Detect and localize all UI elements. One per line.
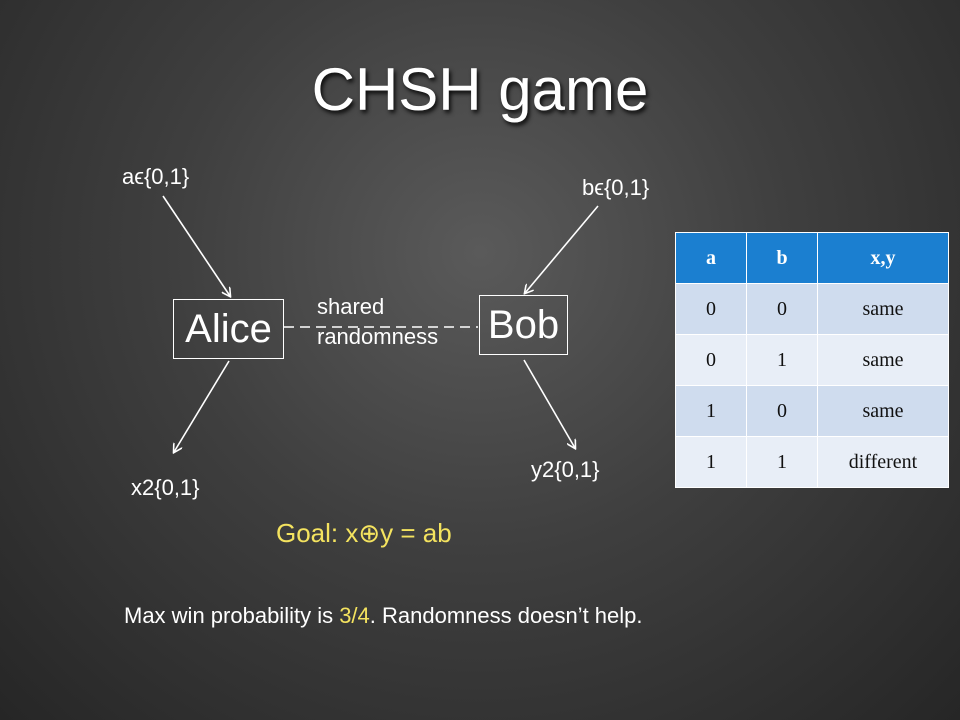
bob-output-arrow [523,359,575,448]
shared-line-1: shared [317,294,385,319]
table-cell: different [817,436,949,488]
shared-line-2: randomness [317,324,439,349]
slide-title: CHSH game [311,56,649,123]
goal-prefix: Goal: x [276,518,359,548]
alice-input-arrow [162,195,230,296]
conclusion-after: . Randomness doesn’t help. [369,603,643,628]
table-cell: 0 [675,283,747,335]
win-probability-value: 3/4 [339,603,370,628]
bob-box: Bob [479,295,568,355]
table-cell: 0 [746,385,818,437]
alice-box: Alice [173,299,284,359]
table-cell: 1 [675,436,747,488]
table-header-b: b [746,232,818,284]
bob-input-arrow [525,205,599,293]
alice-label: Alice [185,307,272,351]
table-header-xy: x,y [817,232,949,284]
table-cell: 0 [746,283,818,335]
table-header-row: a b x,y [675,232,949,284]
table-cell: 1 [746,334,818,386]
table-header-a: a [675,232,747,284]
table-row: 0 1 same [675,334,949,386]
bob-output-label: y2{0,1} [531,457,600,482]
table-row: 1 0 same [675,385,949,437]
table-cell: same [817,385,949,437]
table-cell: same [817,283,949,335]
table-cell: 1 [746,436,818,488]
conclusion-before: Max win probability is [124,603,340,628]
truth-table: a b x,y 0 0 same 0 1 same 1 0 same 1 1 d… [675,232,949,488]
alice-input-label: aϵ{0,1} [122,164,190,189]
table-row: 1 1 different [675,436,949,488]
conclusion-text: Max win probability is 3/4. Randomness d… [124,603,643,629]
bob-label: Bob [487,303,560,347]
table-row: 0 0 same [675,283,949,335]
bob-input-label: bϵ{0,1} [582,175,650,200]
shared-randomness-label: shared randomness [317,292,438,352]
alice-output-arrow [174,360,230,452]
table-cell: same [817,334,949,386]
goal-statement: Goal: x⊕y = ab [276,518,452,549]
alice-output-label: x2{0,1} [131,475,200,500]
table-cell: 0 [675,334,747,386]
table-cell: 1 [675,385,747,437]
goal-suffix: y = ab [380,518,452,548]
xor-symbol: ⊕ [358,518,381,548]
